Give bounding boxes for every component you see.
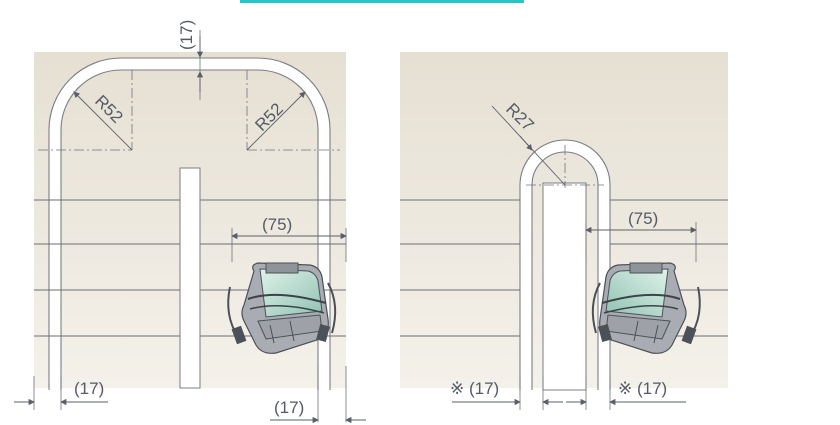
- left-bottom-left-gap-label: (17): [74, 379, 104, 398]
- left-center-post: [179, 167, 201, 389]
- right-bottom-right-gap-label: ※ (17): [618, 379, 667, 398]
- left-top-gap-label: (17): [177, 20, 196, 50]
- right-bottom-left-gap-label: ※ (17): [450, 379, 499, 398]
- right-diagram: [400, 52, 728, 391]
- right-width-label: (75): [628, 209, 658, 228]
- right-center-post: [542, 182, 587, 391]
- left-bottom-right-gap-label: (17): [274, 398, 304, 417]
- left-width-label: (75): [262, 215, 292, 234]
